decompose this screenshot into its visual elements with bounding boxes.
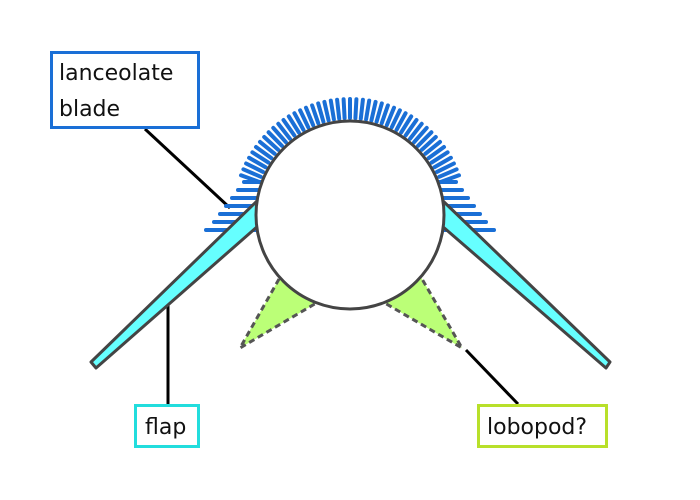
blade xyxy=(358,97,365,121)
label-flap-text: flap xyxy=(145,415,187,440)
flap-left xyxy=(89,198,260,370)
blade xyxy=(437,167,459,179)
blade xyxy=(426,145,446,161)
label-lanceolate-line1: lanceolate xyxy=(59,61,174,86)
body-circle xyxy=(254,119,446,311)
blade xyxy=(353,97,359,121)
blade xyxy=(254,145,274,161)
blade xyxy=(419,135,438,152)
blade xyxy=(423,139,442,156)
blade xyxy=(335,97,342,121)
label-lanceolate-line2: blade xyxy=(59,97,121,122)
blade xyxy=(389,108,402,130)
blade xyxy=(399,114,414,135)
leader-line-lanceolate-blade xyxy=(143,127,232,210)
blade xyxy=(258,139,277,156)
blade xyxy=(310,103,321,126)
label-lobopod: lobopod? xyxy=(477,404,608,448)
blade xyxy=(374,101,384,124)
blade xyxy=(394,111,408,132)
blade xyxy=(434,161,456,174)
label-lobopod-text: lobopod? xyxy=(487,415,588,440)
blade xyxy=(241,167,263,179)
blade xyxy=(316,101,326,124)
blade xyxy=(250,150,271,165)
blade xyxy=(286,114,301,135)
blade xyxy=(379,103,390,126)
blade xyxy=(276,121,292,141)
blade xyxy=(247,155,268,170)
blade xyxy=(292,111,306,132)
blade xyxy=(322,99,331,123)
label-flap: flap xyxy=(134,404,200,448)
leader-line-lobopod xyxy=(464,348,520,406)
blade xyxy=(416,130,434,148)
blade xyxy=(266,130,284,148)
flap-right xyxy=(440,198,612,370)
label-lanceolate-blade: lanceolate blade xyxy=(50,51,200,129)
blade xyxy=(271,125,288,145)
blade xyxy=(341,97,347,121)
blade xyxy=(384,105,396,128)
blade xyxy=(403,118,419,138)
blade xyxy=(304,105,316,128)
blade xyxy=(432,155,453,170)
blade xyxy=(408,121,424,141)
blade xyxy=(262,135,281,152)
blade xyxy=(244,161,266,174)
blade xyxy=(281,118,297,138)
blade xyxy=(364,98,372,122)
blade xyxy=(429,150,450,165)
blade xyxy=(412,125,429,145)
blade xyxy=(298,108,311,130)
blade xyxy=(328,98,336,122)
blade xyxy=(369,99,378,123)
